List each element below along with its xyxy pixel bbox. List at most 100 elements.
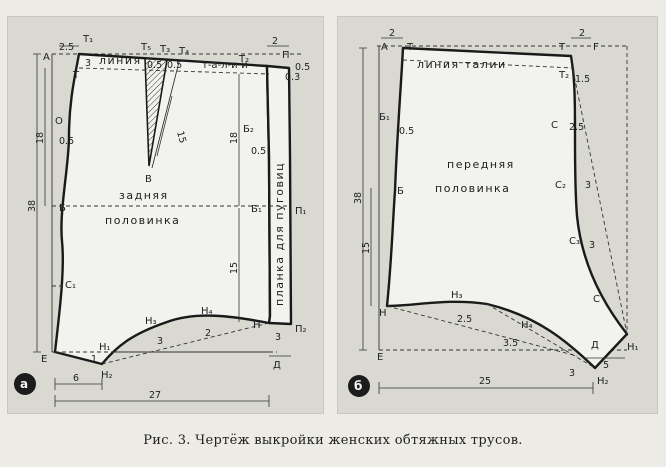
- dim-0_5-c: 0.5: [295, 62, 310, 73]
- waist-line-label: линия: [99, 54, 142, 67]
- dim-38: 38: [27, 200, 38, 212]
- hip-diagonal-line: [572, 69, 628, 335]
- back-half-drawing: задняя половинка линия т-а-л-и-и планка …: [14, 34, 310, 407]
- waist-line-label-end: т-а-л-и-и: [202, 60, 248, 71]
- badge-b-label: б: [354, 379, 362, 393]
- point-C3: С₃: [569, 236, 580, 247]
- dim-3-b: 3: [589, 240, 595, 251]
- dim-38: 38: [353, 192, 364, 204]
- point-D: Д: [591, 340, 599, 351]
- point-T: Т: [72, 70, 80, 81]
- dim-2-a: 2: [389, 28, 395, 39]
- dim-0_5-d: 0.5: [59, 136, 74, 147]
- badge-a-circle: [14, 373, 36, 395]
- dim-3-a: 3: [157, 336, 163, 347]
- point-B: Б: [397, 186, 404, 197]
- point-T: Т: [406, 42, 414, 53]
- dim-15: 15: [361, 242, 372, 254]
- point-P1: П₁: [295, 206, 307, 217]
- dim-line-38: [33, 53, 41, 353]
- point-V: В: [145, 174, 152, 185]
- point-T4: Т₄: [178, 46, 189, 57]
- dim-line-25: [378, 382, 594, 394]
- dim-25: 25: [479, 376, 491, 387]
- point-N1: Н₁: [99, 342, 111, 353]
- dim-2-a: 2: [205, 328, 211, 339]
- back-title-line1: задняя: [119, 189, 169, 202]
- dim-18-right: 18: [229, 132, 240, 144]
- dim-3_5: 3.5: [503, 338, 518, 349]
- point-N: Н: [253, 320, 261, 331]
- point-B: Б: [59, 203, 66, 214]
- dim-1: 1: [91, 354, 97, 365]
- back-title-line2: половинка: [105, 214, 180, 227]
- dim-27: 27: [149, 390, 161, 401]
- point-E: Е: [377, 352, 383, 363]
- badge-a-label: а: [20, 377, 28, 391]
- dim-6: 6: [73, 373, 79, 384]
- dim-0_5: 0.5: [399, 126, 414, 137]
- point-T2: Т₂: [238, 54, 249, 65]
- point-N3: Н₃: [145, 316, 157, 327]
- point-B2: Б₂: [243, 124, 254, 135]
- dim-15-right: 15: [229, 262, 240, 274]
- front-title-line1: передняя: [447, 158, 515, 171]
- dim-line-15-dart: [156, 95, 173, 157]
- front-title-line2: половинка: [435, 182, 510, 195]
- waist-line: [78, 67, 270, 75]
- dim-3-b: 3: [275, 332, 281, 343]
- dim-1_5: 1.5: [575, 74, 590, 85]
- dim-18-left: 18: [35, 132, 46, 144]
- back-half-outline: [53, 52, 272, 366]
- point-N1: Н₁: [627, 342, 639, 353]
- front-half-outline: [385, 46, 629, 370]
- point-N4: Н₄: [521, 320, 533, 331]
- point-T1: Т₁: [82, 34, 93, 45]
- dim-2-b: 2: [579, 28, 585, 39]
- point-C1: С: [593, 294, 600, 305]
- panel-back-half: задняя половинка линия т-а-л-и-и планка …: [7, 16, 324, 414]
- point-E: Е: [41, 354, 47, 365]
- point-D: Д: [273, 360, 281, 371]
- point-A: А: [381, 42, 388, 53]
- waist-line: [402, 59, 574, 69]
- dim-0_5-b: 0.5: [167, 60, 182, 71]
- placket-label: планка для пуговиц: [273, 162, 286, 306]
- dim-0_5-a: 0.5: [147, 60, 162, 71]
- dart-line: [151, 61, 180, 169]
- point-C2: С₂: [555, 180, 566, 191]
- dim-2-top: 2: [272, 36, 278, 47]
- dim-0_3: 0.3: [285, 72, 300, 83]
- point-N3: Н₃: [451, 290, 463, 301]
- point-P2: П₂: [295, 324, 307, 335]
- point-C: С: [551, 120, 558, 131]
- point-T2: Т₂: [558, 70, 569, 81]
- panel-front-half: передняя половинка линия талии А Т Т Г Т…: [337, 16, 658, 414]
- dim-15-dart: 15: [174, 130, 188, 145]
- dim-5: 5: [603, 360, 609, 371]
- point-N2: Н₂: [101, 370, 113, 381]
- point-C1: С₁: [65, 280, 76, 291]
- waist-line-label: линия талии: [417, 58, 507, 71]
- dim-2_5-b: 2.5: [457, 314, 472, 325]
- dim-line-6: [54, 378, 103, 390]
- point-T5: Т₅: [140, 42, 151, 53]
- point-B1: Б₁: [379, 112, 390, 123]
- dim-3-a: 3: [569, 368, 575, 379]
- dim-line-27: [54, 395, 270, 407]
- dim-2_5: 2.5: [59, 42, 74, 53]
- point-N4: Н₄: [201, 306, 213, 317]
- point-B1: Б₁: [251, 204, 262, 215]
- dim-3-top: 3: [85, 58, 91, 69]
- point-O: О: [55, 116, 63, 127]
- lower-dashed-line: [101, 322, 270, 365]
- point-N: Н: [379, 308, 387, 319]
- point-P: П: [282, 50, 290, 61]
- curve-chord-line: [386, 305, 578, 357]
- dim-line-38: [359, 47, 367, 351]
- point-T3: Т₃: [159, 44, 170, 55]
- front-half-drawing: передняя половинка линия талии А Т Т Г Т…: [348, 28, 639, 397]
- dim-2_5-a: 2.5: [569, 122, 584, 133]
- point-A: А: [43, 52, 50, 63]
